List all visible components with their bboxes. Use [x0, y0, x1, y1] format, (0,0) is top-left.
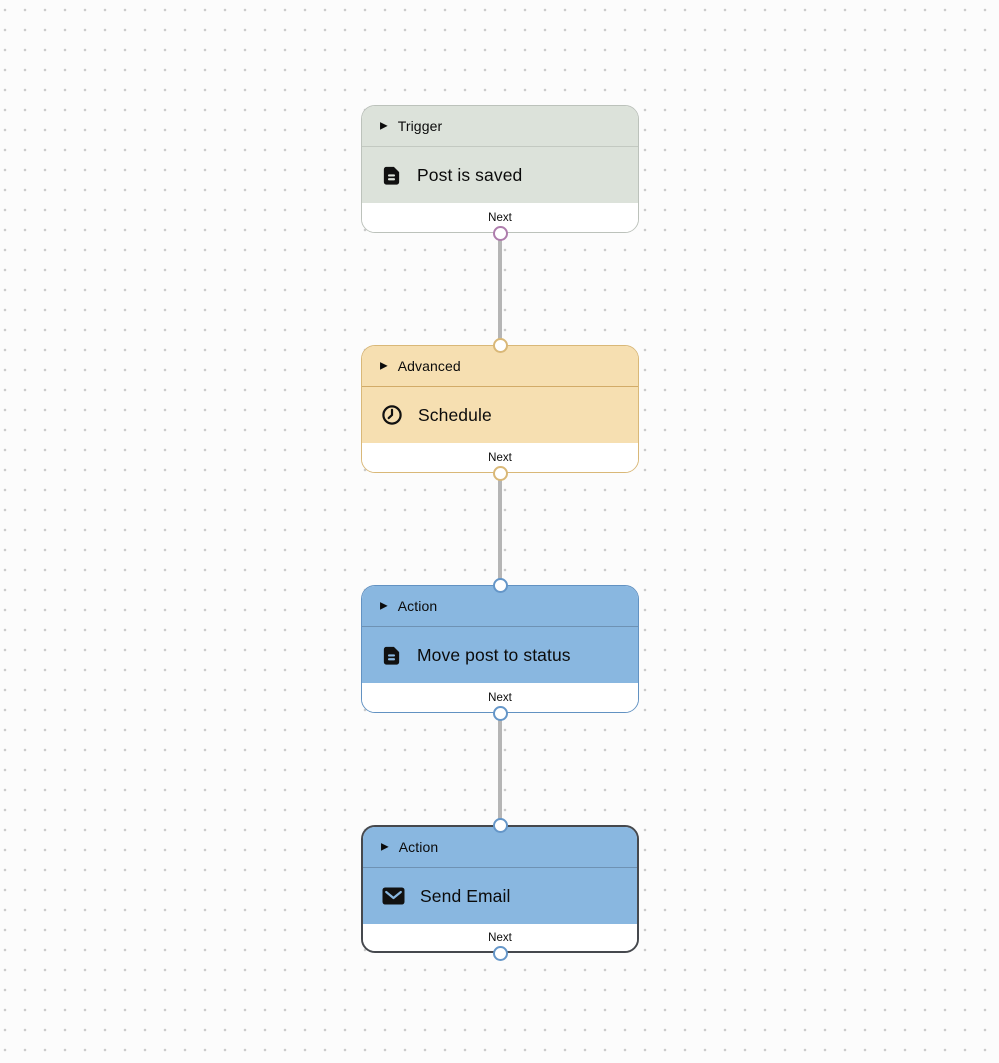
collapse-triangle-icon[interactable]: ▶	[380, 120, 388, 132]
node-category-label: Advanced	[397, 358, 461, 374]
node-action-send-email[interactable]: ▶ Action Send Email Next	[361, 817, 639, 961]
node-body: Move post to status	[362, 627, 638, 683]
next-output-label: Next	[488, 931, 512, 944]
node-trigger-post-is-saved[interactable]: ▶ Trigger Post is saved Next	[361, 105, 639, 241]
output-handle[interactable]	[492, 705, 508, 721]
envelope-icon	[382, 887, 405, 905]
node-body: Schedule	[362, 387, 638, 443]
collapse-triangle-icon[interactable]: ▶	[380, 600, 388, 612]
collapse-triangle-icon[interactable]: ▶	[380, 360, 388, 372]
input-handle[interactable]	[492, 337, 508, 353]
next-output-label: Next	[488, 691, 512, 704]
next-output-label: Next	[488, 451, 512, 464]
node-box: ▶ Advanced Schedule Next	[361, 345, 639, 473]
output-handle[interactable]	[492, 945, 508, 961]
node-category-label: Action	[398, 839, 439, 855]
node-header[interactable]: ▶ Trigger	[362, 106, 638, 147]
next-output-label: Next	[488, 211, 512, 224]
node-category-label: Trigger	[397, 118, 443, 134]
connection-edge[interactable]	[498, 233, 502, 345]
node-box: ▶ Action Move post to status Next	[361, 585, 639, 713]
output-handle[interactable]	[492, 225, 508, 241]
output-handle[interactable]	[492, 465, 508, 481]
node-action-move-post-to-status[interactable]: ▶ Action Move post to status Next	[361, 577, 639, 721]
node-box: ▶ Action Send Email Next	[361, 825, 639, 953]
connection-edge[interactable]	[498, 473, 502, 585]
input-handle[interactable]	[492, 577, 508, 593]
node-box: ▶ Trigger Post is saved Next	[361, 105, 639, 233]
node-footer: Next	[363, 924, 637, 951]
document-icon	[381, 645, 402, 666]
node-advanced-schedule[interactable]: ▶ Advanced Schedule Next	[361, 337, 639, 481]
input-handle[interactable]	[492, 817, 508, 833]
node-title: Post is saved	[417, 164, 523, 185]
node-body: Send Email	[363, 868, 637, 924]
node-title: Send Email	[420, 885, 511, 906]
connection-edge[interactable]	[498, 713, 502, 825]
collapse-triangle-icon[interactable]: ▶	[381, 841, 389, 853]
clock-icon	[381, 404, 403, 426]
node-header[interactable]: ▶ Action	[362, 586, 638, 627]
node-header[interactable]: ▶ Advanced	[362, 346, 638, 387]
document-icon	[381, 165, 402, 186]
node-body: Post is saved	[362, 147, 638, 203]
node-title: Move post to status	[417, 644, 571, 665]
node-category-label: Action	[397, 598, 438, 614]
node-title: Schedule	[418, 404, 492, 425]
node-header[interactable]: ▶ Action	[363, 827, 637, 868]
